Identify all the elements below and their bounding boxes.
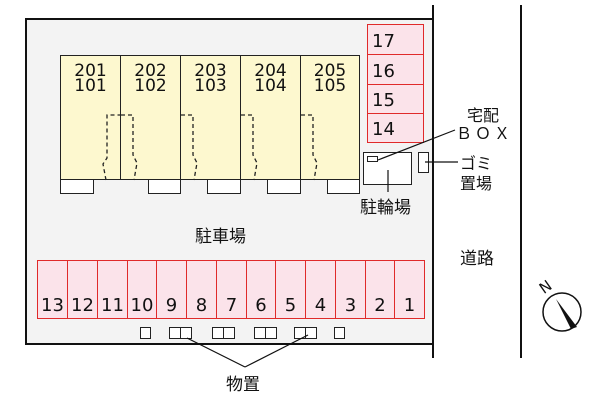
road-boundary-left [432,5,434,358]
road-label: 道路 [460,249,494,269]
parking-number: 15 [372,90,395,111]
parking-space-1: 1 [394,260,425,319]
entrance-step [60,179,94,194]
parking-space-14: 14 [367,113,424,143]
parking-number: 13 [41,295,64,316]
parking-space-10: 10 [127,260,157,319]
parking-space-15: 15 [367,84,424,114]
parking-space-8: 8 [186,260,217,319]
parking-number: 17 [372,31,395,52]
parking-space-11: 11 [97,260,128,319]
road-boundary-right [520,5,522,358]
parking-number: 2 [374,295,386,316]
parking-number: 12 [71,295,94,316]
storage-shed [265,327,277,339]
parking-number: 11 [101,295,124,316]
storage-shed [180,327,192,339]
garbage-label-area: 置場 [460,174,493,193]
parking-number: 6 [255,295,267,316]
parking-number: 10 [130,295,154,316]
storage-shed [223,327,235,339]
storage-label: 物置 [226,375,260,395]
parking-space-2: 2 [365,260,395,319]
north-arrow-icon [542,292,582,332]
parking-row-bottom: 13 12 11 10 9 8 7 6 5 4 3 2 1 [37,260,425,319]
entrance-step [207,179,241,194]
storage-shed [305,327,317,339]
delivery-box-label-box: ＢＯＸ [456,124,514,143]
entrance-step [267,179,301,194]
parking-space-9: 9 [156,260,187,319]
parking-number: 8 [195,295,208,316]
parking-number: 5 [284,295,297,316]
delivery-box [367,156,378,162]
parking-lot-label: 駐車場 [195,227,246,247]
parking-number: 7 [225,295,238,316]
parking-number: 3 [344,295,357,316]
parking-space-3: 3 [335,260,366,319]
parking-space-17: 17 [367,24,424,55]
entrance-step [327,179,360,194]
bicycle-parking-label: 駐輪場 [360,198,411,218]
parking-space-5: 5 [275,260,306,319]
parking-number: 4 [314,295,327,316]
parking-space-12: 12 [67,260,98,319]
parking-number: 16 [372,61,395,82]
storage-shed [334,327,345,339]
parking-number: 9 [165,295,178,316]
delivery-box-label: 宅配 [467,106,500,125]
parking-number: 1 [403,295,416,316]
garbage-label: ゴミ [460,154,493,173]
parking-number: 14 [372,119,395,140]
storage-shed [140,327,151,339]
entrance-step [148,179,181,194]
